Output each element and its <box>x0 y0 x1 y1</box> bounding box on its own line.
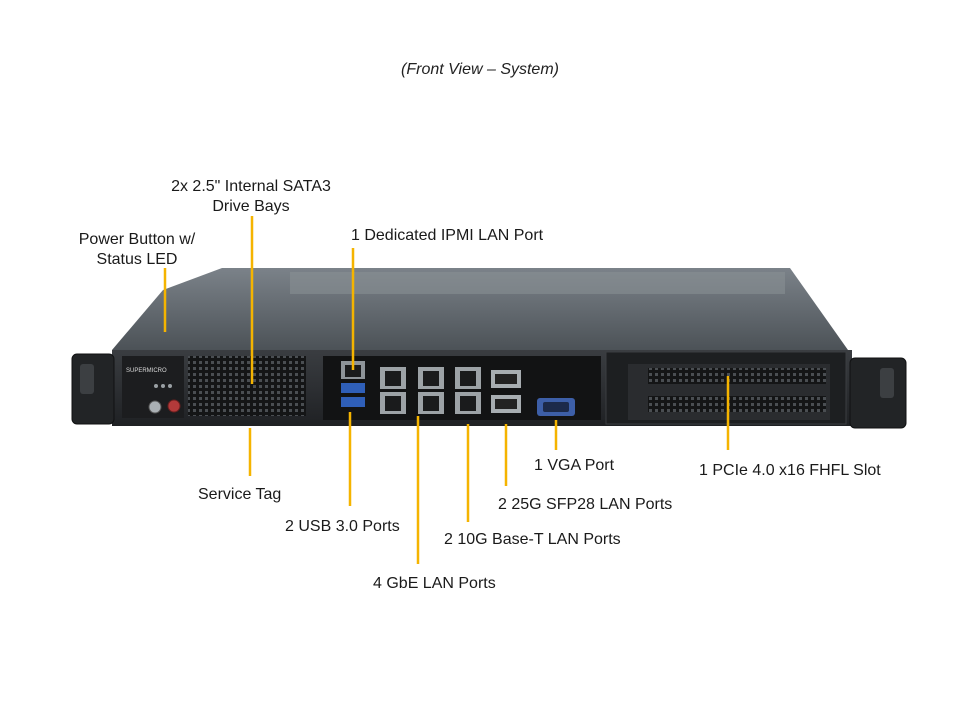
rack-ear-right <box>849 357 907 429</box>
rj45-ports <box>380 367 481 414</box>
reset-button-icon <box>167 399 181 413</box>
callout-lines <box>163 216 730 564</box>
label-service-tag: Service Tag <box>198 486 282 503</box>
led-icon <box>154 384 158 388</box>
label-usb: 2 USB 3.0 Ports <box>285 518 400 535</box>
label-10g: 2 10G Base-T LAN Ports <box>444 531 621 548</box>
label-power-button: Power Button w/ Status LED <box>78 231 196 268</box>
label-pcie: 1 PCIe 4.0 x16 FHFL Slot <box>699 462 881 479</box>
power-button-icon <box>148 400 162 414</box>
label-drive-bays: 2x 2.5" Internal SATA3 Drive Bays <box>171 178 331 215</box>
label-sfp28: 2 25G SFP28 LAN Ports <box>498 496 673 513</box>
label-vga: 1 VGA Port <box>534 457 615 474</box>
usb-port <box>341 383 365 393</box>
pcie-vent-bottom <box>648 396 826 412</box>
pcie-vent-top <box>648 368 826 384</box>
label-ipmi: 1 Dedicated IPMI LAN Port <box>351 227 544 244</box>
usb-port <box>341 397 365 407</box>
brand-logo: SUPERMICRO <box>126 368 167 374</box>
top-panel-highlight <box>290 272 785 294</box>
diagram-caption: (Front View – System) <box>401 61 559 78</box>
drive-bay-vent <box>188 356 306 416</box>
label-gbe: 4 GbE LAN Ports <box>373 575 496 592</box>
